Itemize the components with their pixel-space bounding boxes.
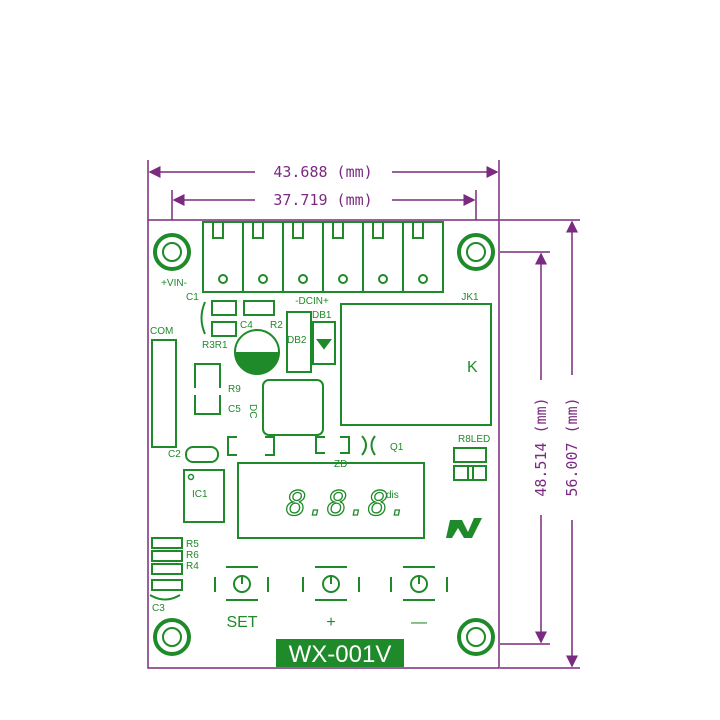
transistor — [234, 329, 280, 375]
resistor-array — [151, 537, 183, 591]
dimension-outer-width: 43.688 (mm) — [147, 160, 500, 220]
dc-module — [262, 379, 324, 436]
mounting-hole-top-left — [153, 233, 191, 271]
outer-width-label: 43.688 (mm) — [273, 163, 372, 181]
label-c3: C3 — [152, 603, 165, 614]
label-r6: R6 — [186, 550, 199, 561]
minus-button-label: — — [411, 614, 427, 631]
mounting-hole-bottom-left — [153, 618, 191, 656]
label-jk1: JK1 — [461, 292, 479, 303]
board-outline — [147, 219, 500, 669]
label-com: COM — [150, 326, 173, 337]
relay-jk1 — [340, 303, 492, 426]
inner-height-label: 48.514 (mm) — [532, 397, 550, 496]
terminal-block — [202, 221, 444, 293]
label-r2: R2 — [270, 320, 283, 331]
brand-logo-icon — [446, 518, 482, 538]
set-button-label: SET — [226, 614, 257, 631]
dimension-outer-height: 56.007 (mm) — [500, 219, 581, 669]
smd-parts-top — [200, 300, 275, 337]
label-dis: dis — [386, 490, 399, 501]
label-dcin: -DCIN+ — [295, 296, 329, 307]
dimension-inner-height: 48.514 (mm) — [500, 251, 550, 645]
label-zd: ZD — [334, 459, 347, 470]
label-c2: C2 — [168, 449, 181, 460]
led-r8 — [453, 447, 487, 481]
label-vin: +VIN- — [161, 278, 187, 289]
resistor-r9 — [194, 363, 221, 415]
label-r8led: R8LED — [458, 434, 490, 445]
inner-width-label: 37.719 (mm) — [273, 191, 372, 209]
label-db2: DB2 — [287, 335, 307, 346]
label-r5: R5 — [186, 539, 199, 550]
label-r9: R9 — [228, 384, 241, 395]
outer-height-label: 56.007 (mm) — [563, 397, 581, 496]
display-digits: 8.8.8. — [286, 484, 409, 524]
minus-button[interactable] — [390, 566, 448, 601]
label-k: K — [467, 359, 478, 376]
display-frame — [237, 462, 425, 539]
set-button[interactable] — [214, 566, 269, 601]
model-label: WX-001V — [289, 641, 392, 668]
com-connector — [151, 339, 177, 448]
plus-button-label: + — [326, 614, 335, 631]
label-c4: C4 — [240, 320, 253, 331]
label-r3r1: R3R1 — [202, 340, 228, 351]
mounting-hole-bottom-right — [457, 618, 495, 656]
capacitor-c2 — [185, 446, 219, 463]
label-c5: C5 — [228, 404, 241, 415]
capacitor-row — [227, 435, 376, 456]
label-dc: DC — [247, 404, 258, 418]
label-r4: R4 — [186, 561, 199, 572]
ic1 — [183, 469, 225, 523]
label-q1: Q1 — [390, 442, 404, 453]
model-plate — [276, 639, 404, 667]
mounting-hole-top-right — [457, 233, 495, 271]
label-db1: DB1 — [312, 310, 332, 321]
label-ic1: IC1 — [192, 489, 208, 500]
label-c1: C1 — [186, 292, 199, 303]
diode-bridge — [286, 311, 336, 373]
plus-button[interactable] — [302, 566, 360, 601]
dimension-inner-width: 37.719 (mm) — [171, 190, 477, 240]
